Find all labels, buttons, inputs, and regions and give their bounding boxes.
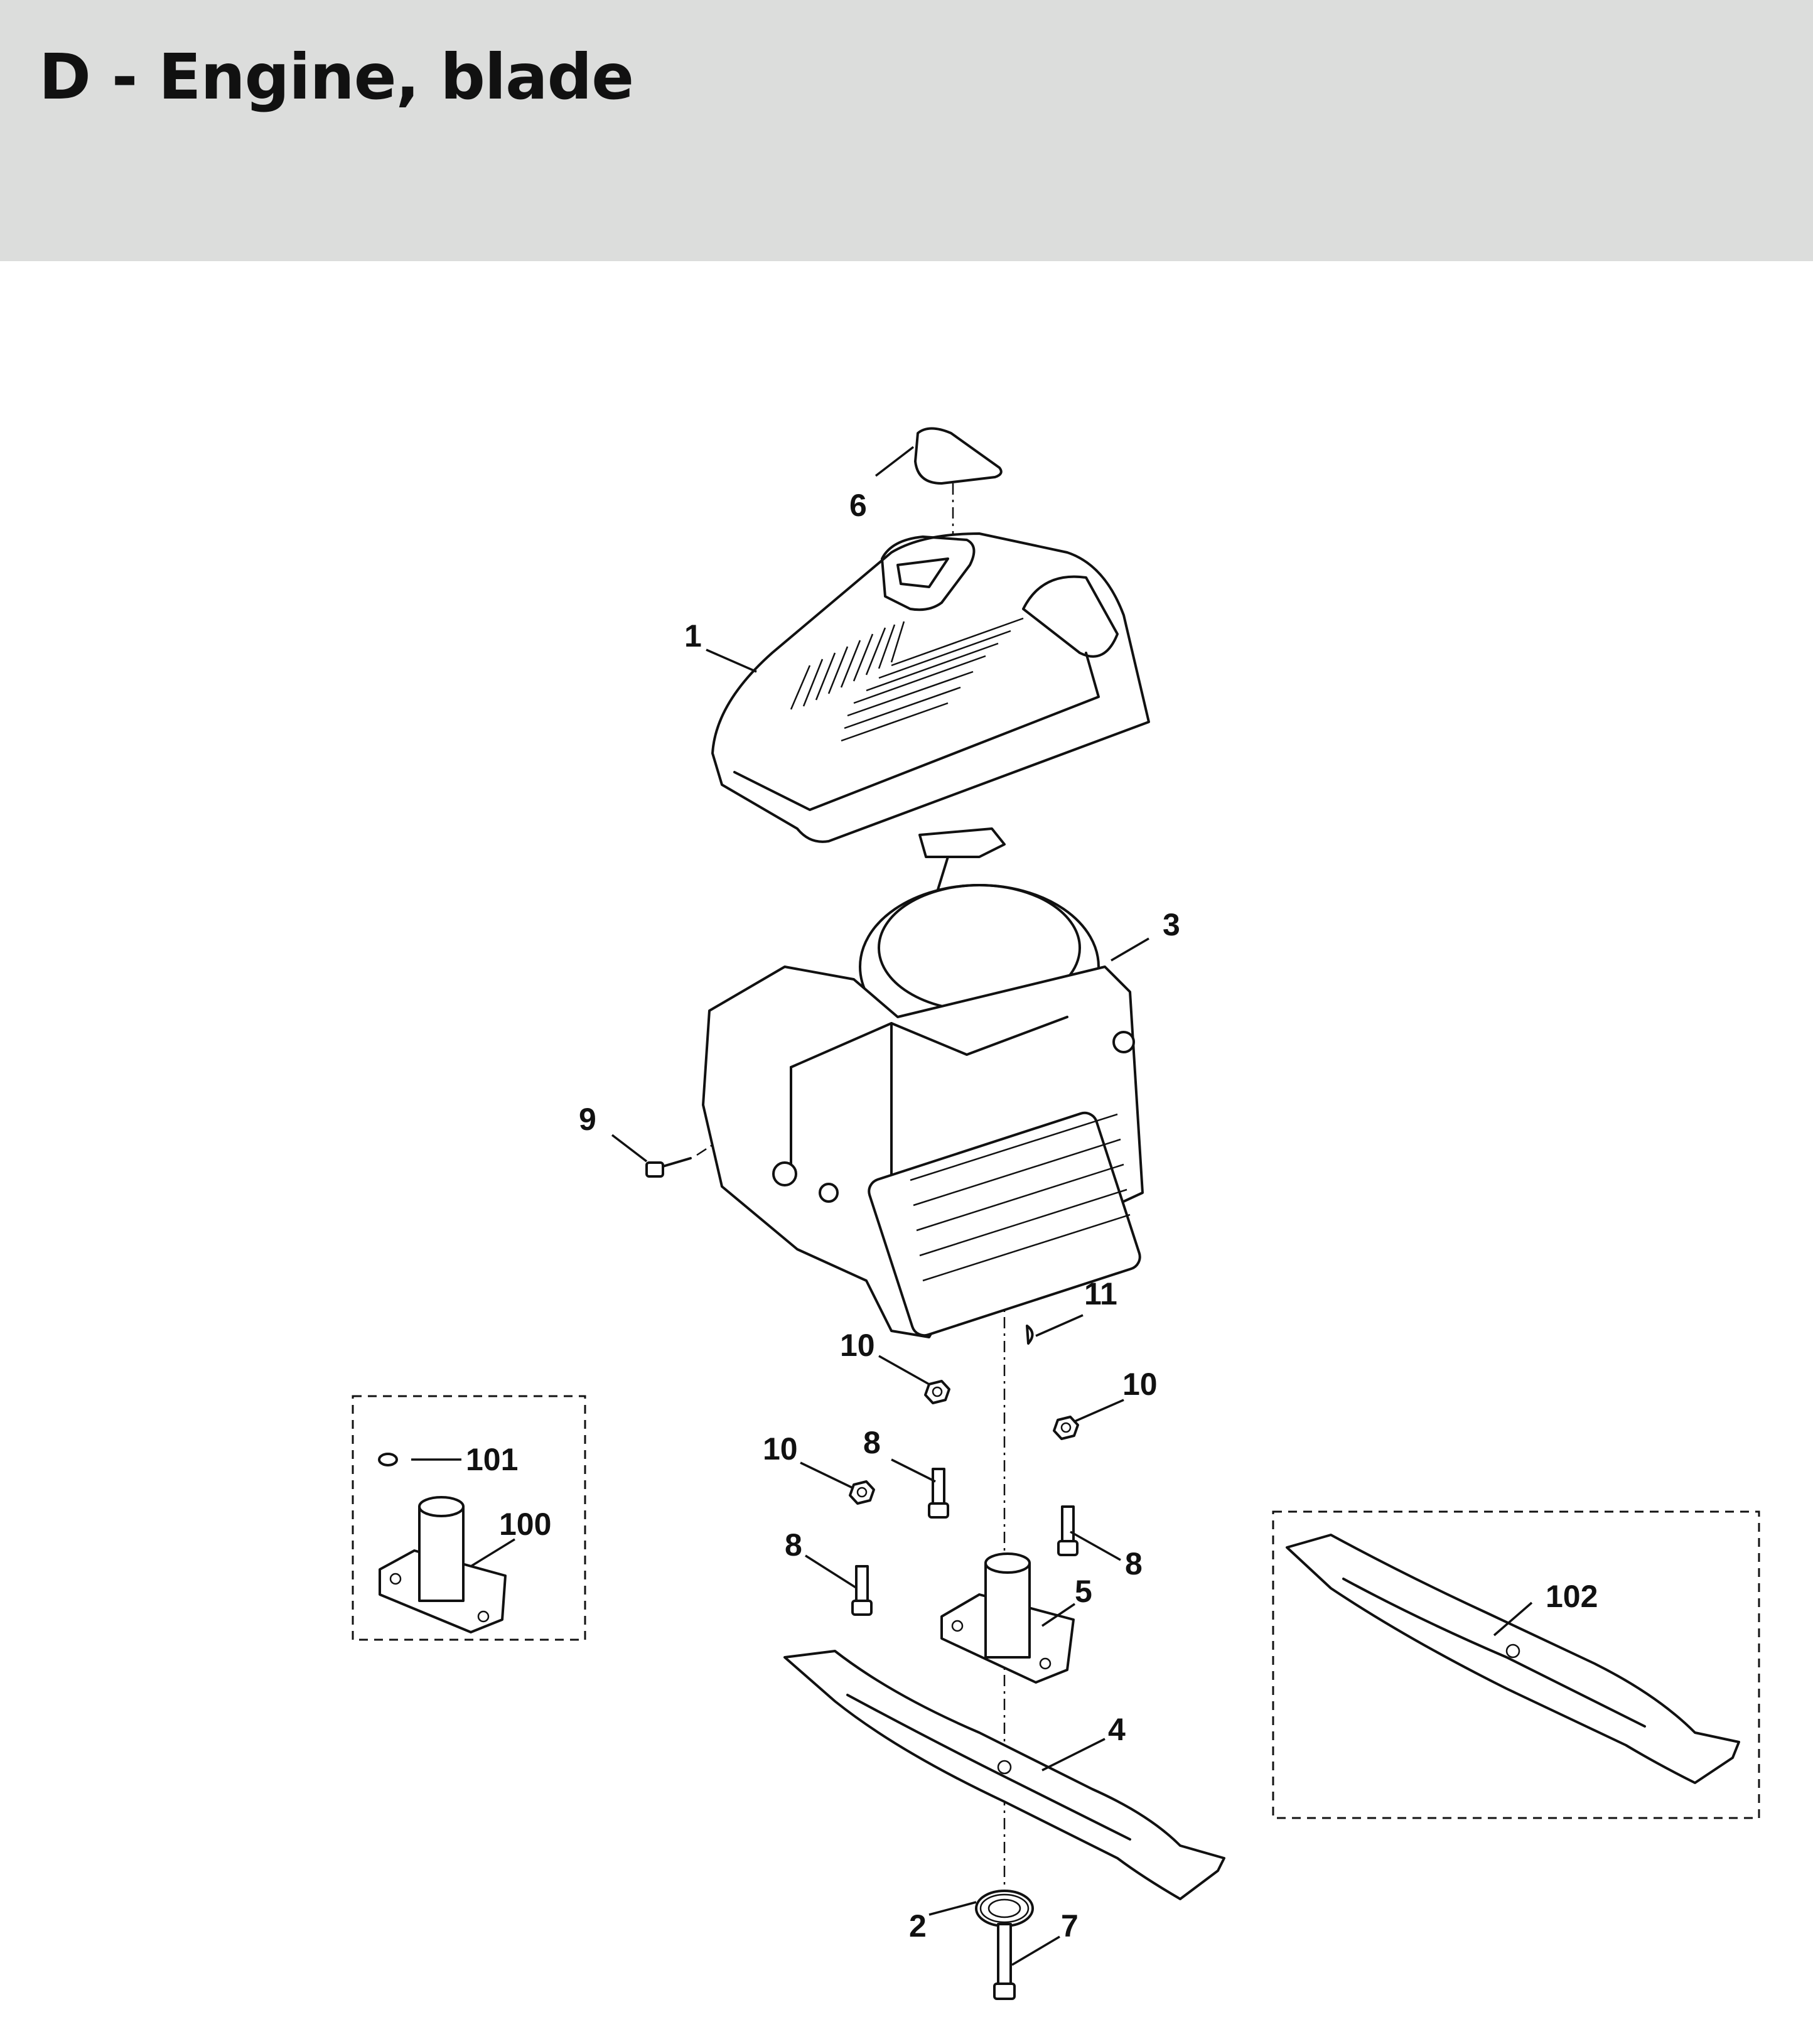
- part-10-nut[interactable]: [849, 1480, 875, 1505]
- label-part-1: 1: [684, 618, 702, 654]
- part-6-cap[interactable]: [914, 427, 1003, 485]
- label-part-102: 102: [1546, 1579, 1598, 1614]
- part-8-bolt[interactable]: [928, 1468, 949, 1519]
- label-part-8: 8: [863, 1425, 881, 1460]
- part-5-blade-adapter[interactable]: [940, 1552, 1075, 1684]
- leader-lines: [411, 446, 1533, 1966]
- part-8-bolt[interactable]: [851, 1565, 873, 1616]
- label-part-11: 11: [1084, 1276, 1117, 1311]
- label-part-5: 5: [1075, 1574, 1092, 1609]
- part-100-blade-adapter[interactable]: [379, 1496, 507, 1633]
- part-10-nut[interactable]: [1053, 1416, 1079, 1440]
- label-part-8: 8: [1125, 1546, 1143, 1581]
- part-101-washer[interactable]: [378, 1453, 398, 1466]
- part-8-bolt[interactable]: [1057, 1505, 1079, 1556]
- part-11-key[interactable]: [1026, 1325, 1034, 1345]
- label-part-9: 9: [579, 1102, 596, 1137]
- label-part-2: 2: [909, 1908, 927, 1944]
- part-10-nut[interactable]: [924, 1380, 950, 1404]
- optional-parts-box-left: [352, 1395, 586, 1641]
- label-part-10: 10: [840, 1328, 875, 1363]
- part-4-blade[interactable]: [783, 1650, 1225, 1900]
- label-part-4: 4: [1108, 1712, 1126, 1747]
- optional-parts-box-right: [1272, 1510, 1760, 1819]
- part-102-blade[interactable]: [1286, 1534, 1740, 1784]
- part-3-engine[interactable]: [702, 827, 1144, 1338]
- part-2-washer[interactable]: [975, 1890, 1034, 1927]
- label-part-10: 10: [1122, 1367, 1158, 1402]
- label-part-100: 100: [499, 1507, 551, 1542]
- part-7-blade-bolt[interactable]: [993, 1923, 1016, 2000]
- part-1-engine-cover[interactable]: [711, 532, 1150, 843]
- label-part-6: 6: [849, 488, 867, 523]
- part-9-bolt[interactable]: [645, 1157, 692, 1178]
- label-part-7: 7: [1061, 1908, 1079, 1944]
- page-title: D - Engine, blade: [39, 40, 634, 114]
- header-bar: D - Engine, blade: [0, 0, 1813, 261]
- label-part-8: 8: [785, 1527, 802, 1563]
- label-part-3: 3: [1163, 907, 1180, 942]
- label-part-10: 10: [763, 1431, 798, 1466]
- label-part-101: 101: [466, 1442, 518, 1477]
